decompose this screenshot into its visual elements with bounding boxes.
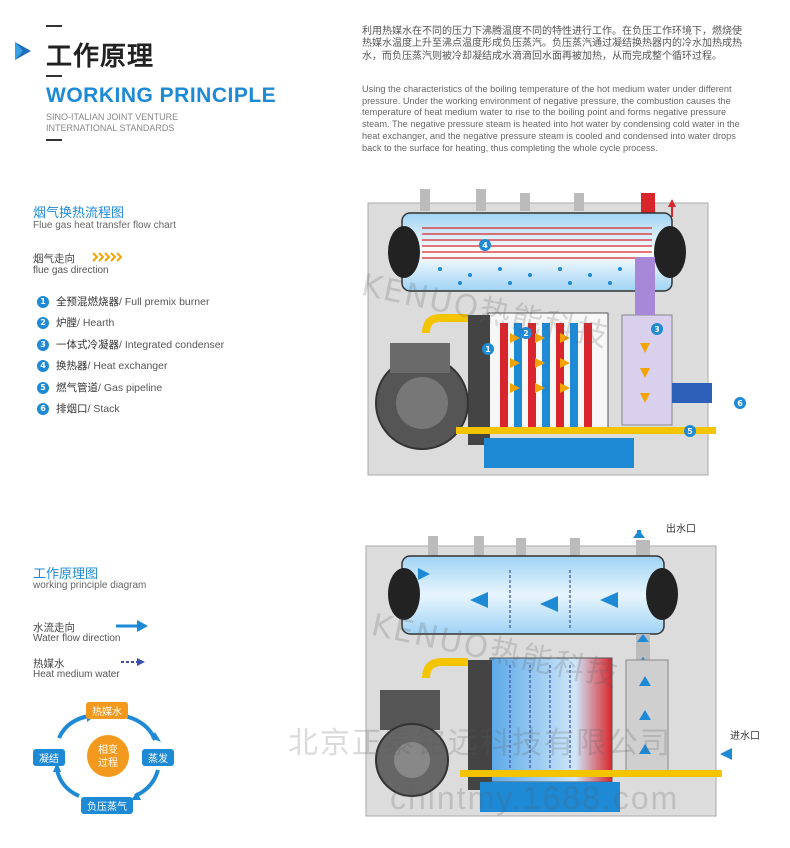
flue-direction-chevrons-icon xyxy=(92,252,123,262)
diagram-badge xyxy=(651,323,663,335)
legend-item-en: / Hearth xyxy=(77,316,115,329)
gas-pipeline xyxy=(460,770,722,777)
outlet-arrow-icon xyxy=(668,199,676,207)
heat-medium-dashed-arrow-icon xyxy=(121,658,145,666)
gas-pipe-yellow xyxy=(422,314,468,334)
svg-text:5: 5 xyxy=(687,427,693,436)
flue-gas-boiler-diagram: 4 2 1 3 6 5 xyxy=(367,189,746,476)
water-flow-arrow-icon xyxy=(116,620,148,632)
legend-item-gas-pipeline: 5 燃气管道 / Gas pipeline xyxy=(37,380,162,395)
legend-item-hearth: 2 炉膛 / Hearth xyxy=(37,315,114,330)
water-outlet-label: 出水口 xyxy=(666,524,696,535)
top-pipe xyxy=(520,193,530,211)
drum-end-left xyxy=(388,226,420,278)
diagram-badge xyxy=(734,397,746,409)
svg-text:3: 3 xyxy=(654,325,660,334)
title-mid-rule xyxy=(46,75,62,77)
legend-item-cn: 换热器 xyxy=(56,360,88,372)
legend-number-badge: 1 xyxy=(37,295,49,308)
legend-item-stack: 6 排烟口 / Stack xyxy=(37,401,120,416)
legend-item-en: / Heat exchanger xyxy=(87,359,168,372)
phase-change-cycle-diagram: 相变 过程 xyxy=(53,710,161,800)
page-title-cn: 工作原理 xyxy=(46,42,155,72)
cycle-center-circle xyxy=(87,735,129,777)
svg-text:1: 1 xyxy=(485,345,491,354)
flue-direction-label-en: flue gas direction xyxy=(33,265,109,276)
legend-number-badge: 5 xyxy=(37,381,49,394)
svg-text:2: 2 xyxy=(523,329,529,338)
cycle-center-line1: 相变 xyxy=(98,743,118,756)
legend-item-cn: 燃气管道 xyxy=(56,382,98,394)
gas-pipeline xyxy=(456,427,716,434)
legend-item-en: / Integrated condenser xyxy=(119,338,225,351)
top-pipe xyxy=(574,193,584,211)
outlet-pipe xyxy=(636,540,650,560)
legend-item-cn: 炉膛 xyxy=(56,317,77,329)
water-base xyxy=(484,438,634,468)
legend-number-badge: 2 xyxy=(37,316,49,329)
water-flow-label-cn: 水流走向 xyxy=(33,622,75,634)
stack-outlet xyxy=(672,383,712,403)
cycle-node-bottom: 负压蒸气 xyxy=(81,797,133,814)
cycle-node-top: 热媒水 xyxy=(86,702,128,719)
legend-number-badge: 6 xyxy=(37,402,49,415)
principle-section-title-en: working principle diagram xyxy=(33,580,147,591)
drum-end-right xyxy=(654,226,686,278)
legend-item-burner: 1 全预混燃烧器 / Full premix burner xyxy=(37,294,209,309)
site-watermark: chintmy.1688.com xyxy=(390,780,680,816)
top-pipe xyxy=(476,189,486,211)
legend-item-cn: 一体式冷凝器 xyxy=(56,339,119,351)
legend-item-en: / Full premix burner xyxy=(119,295,210,308)
diagram-badge xyxy=(684,425,696,437)
flue-direction-label-cn: 烟气走向 xyxy=(33,253,75,265)
heat-medium-label-cn: 热媒水 xyxy=(33,658,65,670)
diagram-badge xyxy=(482,343,494,355)
svg-text:6: 6 xyxy=(737,399,743,408)
water-inlet-label: 进水口 xyxy=(730,731,760,742)
diagram-badge-text: 4 xyxy=(482,241,488,250)
legend-item-en: / Gas pipeline xyxy=(98,381,163,394)
diagram-badge xyxy=(520,327,532,339)
condenser-pipe xyxy=(635,257,655,315)
legend-item-heat-exchanger: 4 换热器 / Heat exchanger xyxy=(37,358,167,373)
flue-section-title-en: Flue gas heat transfer flow chart xyxy=(33,220,176,231)
legend-item-cn: 排烟口 xyxy=(56,403,88,415)
intro-text-cn: 利用热媒水在不同的压力下沸腾温度不同的特性进行工作。在负压工作环境下，燃烧使热媒… xyxy=(362,26,742,62)
water-flow-label-en: Water flow direction xyxy=(33,633,121,644)
subtitle-line-2: INTERNATIONAL STANDARDS xyxy=(46,123,175,133)
cycle-node-right: 蒸发 xyxy=(142,749,174,766)
cycle-node-left: 凝结 xyxy=(33,749,65,766)
legend-number-badge: 3 xyxy=(37,338,49,351)
subtitle-line-1: SINO-ITALIAN JOINT VENTURE xyxy=(46,112,179,122)
top-pipe xyxy=(420,189,430,211)
title-top-rule xyxy=(46,25,62,27)
diagram-badge xyxy=(479,239,491,251)
title-bottom-rule xyxy=(46,139,62,141)
intro-text-en: Using the characteristics of the boiling… xyxy=(362,84,740,153)
burner-housing xyxy=(468,315,490,445)
principle-section-title-cn: 工作原理图 xyxy=(33,567,99,582)
legend-number-badge: 4 xyxy=(37,359,49,372)
flue-section-title-cn: 烟气换热流程图 xyxy=(33,206,125,221)
working-principle-boiler-diagram xyxy=(365,530,732,817)
legend-item-en: / Stack xyxy=(87,402,120,415)
legend-item-condenser: 3 一体式冷凝器 / Integrated condenser xyxy=(37,337,224,352)
page-title-en: WORKING PRINCIPLE xyxy=(46,84,277,107)
cycle-center-line2: 过程 xyxy=(98,756,118,769)
legend-item-cn: 全预混燃烧器 xyxy=(56,296,119,308)
company-watermark: 北京正泰铭远科技有限公司 xyxy=(288,726,672,761)
heat-medium-label-en: Heat medium water xyxy=(33,669,120,680)
play-triangle-icon xyxy=(15,42,31,60)
